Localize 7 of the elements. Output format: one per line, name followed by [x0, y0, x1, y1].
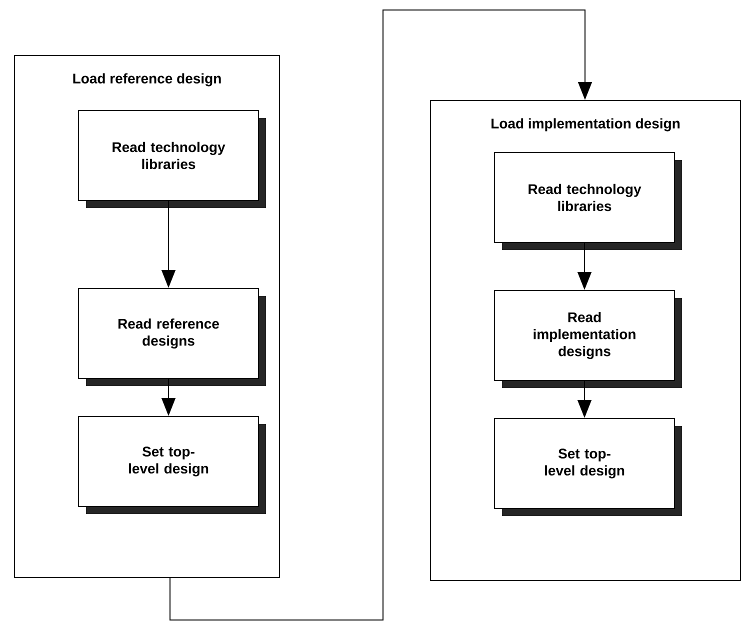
process-box: Set top-level design: [78, 416, 266, 514]
process-box: Read technology libraries: [78, 110, 266, 208]
process-box: Read technology libraries: [494, 152, 682, 250]
process-box: Set top-level design: [494, 418, 682, 516]
arrow: [170, 10, 592, 620]
process-box: Read implementation designs: [494, 290, 682, 388]
process-box: Read reference designs: [78, 288, 266, 386]
